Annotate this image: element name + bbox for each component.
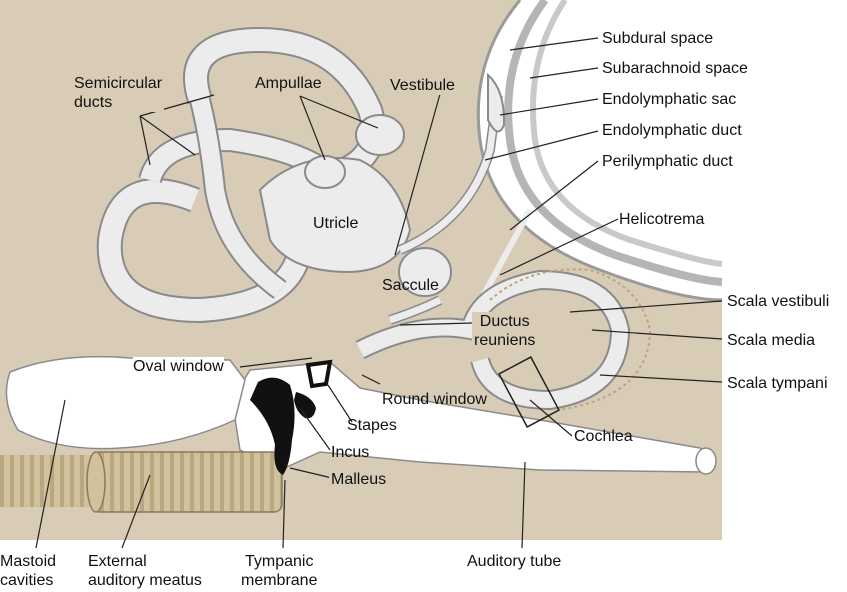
external-auditory-meatus-shape bbox=[0, 451, 283, 513]
label-scala-tympani: Scala tympani bbox=[727, 375, 828, 392]
label-endolymphatic-sac: Endolymphatic sac bbox=[602, 91, 737, 108]
label-semicircular-ducts: Semicircular ducts bbox=[72, 74, 165, 112]
label-mastoid-cavities-line1: Mastoid bbox=[0, 553, 57, 570]
label-perilymphatic-duct: Perilymphatic duct bbox=[602, 153, 733, 170]
label-tympanic-membrane-line2: membrane bbox=[241, 572, 318, 589]
label-external-auditory-meatus-line1: External bbox=[88, 553, 147, 570]
label-round-window: Round window bbox=[382, 391, 487, 408]
label-ductus-reuniens-line2: reuniens bbox=[474, 332, 536, 349]
membranous-labyrinth bbox=[96, 26, 652, 411]
label-scala-vestibuli: Scala vestibuli bbox=[727, 293, 830, 310]
label-mastoid-cavities-line2: cavities bbox=[0, 572, 54, 589]
ossicles bbox=[250, 359, 333, 475]
label-subarachnoid-space: Subarachnoid space bbox=[602, 60, 748, 77]
label-vestibule: Vestibule bbox=[388, 76, 457, 95]
mastoid-cavities-shape bbox=[5, 355, 246, 450]
label-ampullae: Ampullae bbox=[253, 74, 324, 93]
label-external-auditory-meatus-line2: auditory meatus bbox=[88, 572, 202, 589]
label-external-auditory-meatus: External auditory meatus bbox=[88, 552, 202, 590]
label-helicotrema: Helicotrema bbox=[619, 211, 705, 228]
label-endolymphatic-duct: Endolymphatic duct bbox=[602, 122, 742, 139]
middle-ear-cavity bbox=[231, 361, 717, 475]
label-mastoid-cavities: Mastoid cavities bbox=[0, 552, 56, 590]
label-semicircular-ducts-line2: ducts bbox=[74, 94, 113, 111]
label-semicircular-ducts-line1: Semicircular bbox=[74, 75, 163, 92]
label-saccule: Saccule bbox=[382, 277, 439, 294]
label-ductus-reuniens-line1: Ductus bbox=[479, 313, 530, 330]
label-ductus-reuniens: Ductus reuniens bbox=[472, 312, 538, 350]
cochlea-box bbox=[498, 356, 560, 428]
meninges bbox=[476, 0, 723, 302]
label-oval-window: Oval window bbox=[133, 357, 224, 376]
label-tympanic-membrane: Tympanic membrane bbox=[241, 552, 317, 590]
label-scala-media: Scala media bbox=[727, 332, 816, 349]
label-incus: Incus bbox=[331, 444, 370, 461]
label-stapes: Stapes bbox=[347, 417, 397, 434]
label-utricle: Utricle bbox=[313, 215, 359, 232]
label-auditory-tube: Auditory tube bbox=[467, 553, 562, 570]
label-malleus: Malleus bbox=[329, 470, 389, 489]
label-tympanic-membrane-line1: Tympanic bbox=[245, 553, 314, 570]
label-subdural-space: Subdural space bbox=[602, 30, 714, 47]
leader-lines bbox=[35, 37, 723, 549]
label-cochlea: Cochlea bbox=[574, 428, 633, 445]
